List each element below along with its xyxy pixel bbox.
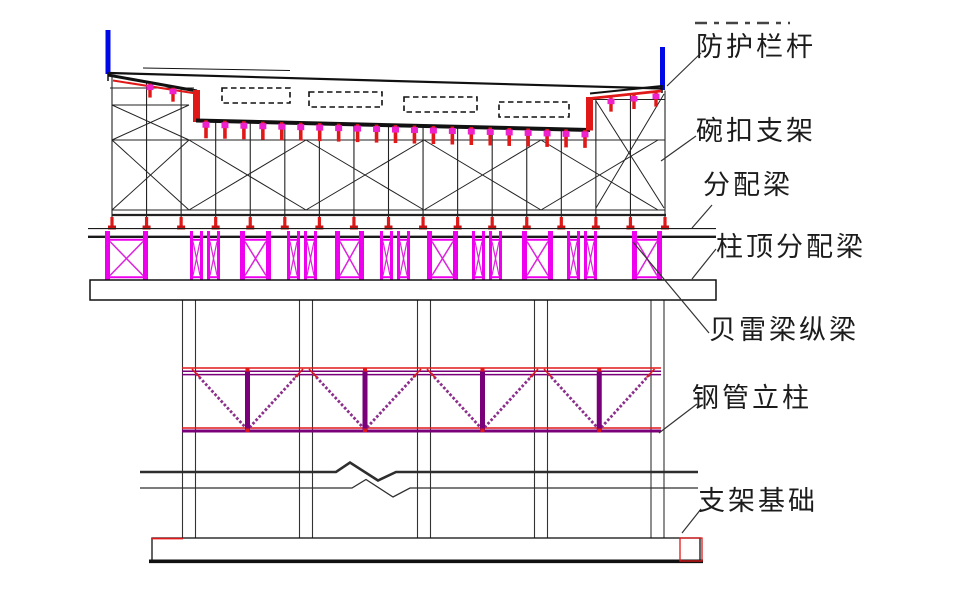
- right-wing-underside: [589, 85, 663, 95]
- foundation-red-end-cap: [679, 537, 703, 562]
- right-wing-underside-red: [589, 89, 662, 100]
- left-wing-underside: [107, 73, 198, 93]
- leader-distribution-beam: [691, 204, 713, 229]
- leader-cap-distribution-beam: [691, 248, 717, 280]
- deck-top-edge: [109, 71, 663, 90]
- guardrail-post-left: [105, 30, 111, 74]
- guardrail-post-right: [660, 47, 665, 90]
- box-girder-deck: [105, 30, 665, 148]
- annotation-leaders: [632, 21, 790, 534]
- label-foundation: 支架基础: [698, 486, 818, 516]
- label-bailey-girder: 贝雷梁纵梁: [709, 315, 859, 345]
- deck-support-jacks: [146, 83, 660, 148]
- column-bracing-truss: [182, 367, 661, 433]
- label-steel-column: 钢管立柱: [692, 383, 812, 413]
- bailey-beam-row: [105, 231, 662, 280]
- cap-distribution-beam: [89, 279, 717, 301]
- truss-diagonals: [191, 368, 656, 432]
- label-distribution-beam: 分配梁: [703, 170, 793, 200]
- deck-top-artifact-line: [142, 67, 291, 71]
- label-guardrail: 防护栏杆: [696, 32, 816, 62]
- label-bowl-scaffold: 碗扣支架: [696, 116, 816, 146]
- label-cap-distribution-beam: 柱顶分配梁: [716, 232, 866, 262]
- foundation-slab: [151, 537, 701, 562]
- leader-steel-column: [658, 403, 698, 434]
- leader-foundation: [681, 508, 702, 534]
- right-web-step: [586, 97, 593, 131]
- left-wing-underside-red: [112, 79, 197, 95]
- left-web-step: [193, 90, 200, 122]
- support-foundation: [149, 537, 703, 564]
- distribution-beam: [88, 228, 716, 239]
- steel-pipe-columns: [181, 300, 665, 538]
- ground-line-lower: [140, 478, 698, 498]
- leader-guardrail: [666, 52, 702, 87]
- girder-void-dashed-rects: [221, 87, 570, 118]
- ground-line-upper: [140, 460, 698, 482]
- ground-lines: [140, 460, 698, 498]
- leader-bowl-scaffold: [660, 135, 697, 162]
- cap-beam-rect: [89, 279, 717, 301]
- bowl-buckle-scaffold: [108, 75, 669, 230]
- leader-bailey-girder: [632, 241, 710, 334]
